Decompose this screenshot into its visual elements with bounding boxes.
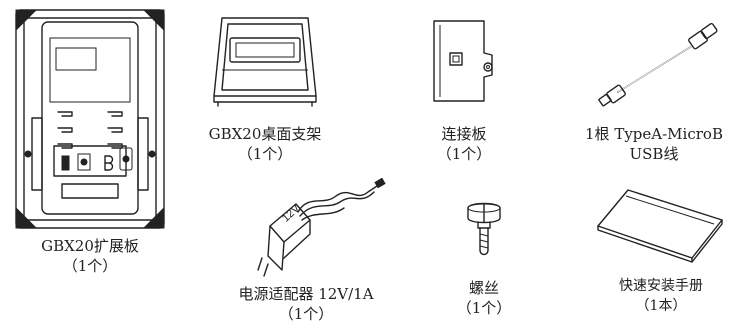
power-adapter-illustration: 12V <box>257 177 386 277</box>
install-guide-label: 快速安装手册 （1本） <box>586 276 736 316</box>
power-adapter-qty: （1个） <box>278 305 334 323</box>
connection-plate-illustration <box>433 20 493 102</box>
desk-stand-label: GBX20桌面支架 （1个） <box>180 124 350 164</box>
install-guide-qty: （1本） <box>635 298 687 314</box>
expansion-board-qty: （1个） <box>62 257 118 275</box>
desk-stand-illustration <box>213 17 317 107</box>
usb-cable-name-line2: USB线 <box>629 145 679 163</box>
power-adapter-name: 电源适配器 12V/1A <box>238 285 374 303</box>
usb-cable-label: 1根 TypeA-MicroB USB线 <box>564 124 744 164</box>
expansion-board-name: GBX20扩展板 <box>41 237 139 255</box>
screw-name: 螺丝 <box>468 279 499 297</box>
screw-qty: （1个） <box>456 299 512 317</box>
expansion-board-label: GBX20扩展板 （1个） <box>0 236 180 276</box>
usb-cable-illustration <box>598 22 718 107</box>
power-adapter-label: 电源适配器 12V/1A （1个） <box>186 284 426 324</box>
adapter-marking: 12V <box>280 202 303 224</box>
usb-cable-name-line1: 1根 TypeA-MicroB <box>585 125 723 143</box>
expansion-board-illustration <box>15 9 165 229</box>
desk-stand-qty: （1个） <box>237 145 293 163</box>
install-guide-illustration <box>597 189 723 263</box>
connection-plate-label: 连接板 （1个） <box>404 124 524 164</box>
desk-stand-name: GBX20桌面支架 <box>208 125 322 143</box>
connection-plate-qty: （1个） <box>436 145 492 163</box>
install-guide-name: 快速安装手册 <box>619 278 703 294</box>
screw-label: 螺丝 （1个） <box>434 278 534 318</box>
connection-plate-name: 连接板 <box>441 125 487 143</box>
screw-illustration <box>467 202 501 256</box>
